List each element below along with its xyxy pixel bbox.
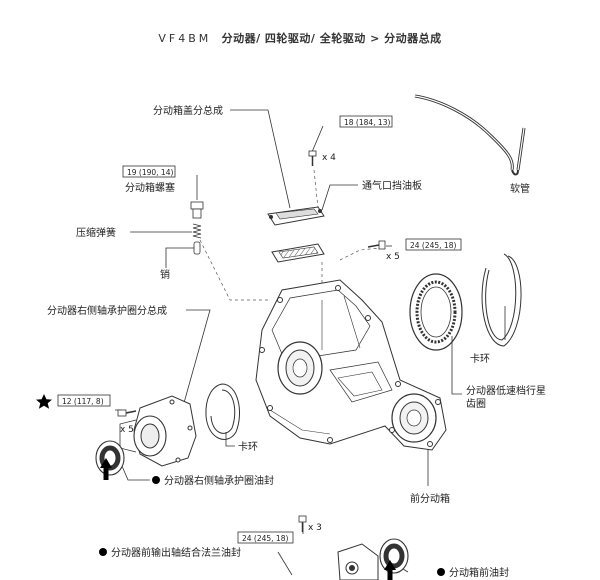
- svg-text:18 (184, 13): 18 (184, 13): [344, 118, 390, 127]
- svg-text:24 (245, 18): 24 (245, 18): [242, 534, 288, 543]
- svg-text:24 (245, 18): 24 (245, 18): [410, 241, 456, 250]
- model-code: VF4BM: [158, 32, 212, 45]
- front-bolt-part: [298, 515, 307, 532]
- leader-lines: [115, 109, 506, 576]
- label-plug: 分动箱螺塞: [125, 181, 175, 194]
- svg-text:19 (190, 14): 19 (190, 14): [127, 168, 173, 177]
- breadcrumb-path: 分动器/ 四轮驱动/ 全轮驱动 > 分动器总成: [221, 32, 442, 45]
- bearing-retainer-part: [119, 395, 197, 467]
- front-flange-part: [337, 543, 379, 580]
- bullet-front-oil-seal: 分动箱前油封: [437, 566, 509, 579]
- breather-plate-part: [271, 243, 325, 263]
- torque-box-cover: 18 (184, 13): [339, 115, 393, 128]
- label-breather: 通气口挡油板: [362, 179, 422, 192]
- svg-text:12 (117, 8): 12 (117, 8): [62, 397, 104, 406]
- label-right-oil-seal: 分动器右侧轴承护圈油封: [164, 474, 274, 487]
- label-bearing-retainer: 分动器右侧轴承护圈分总成: [47, 304, 167, 317]
- retainer-bolt-part: [117, 409, 137, 417]
- drain-plug-part: [190, 201, 204, 219]
- qty-case-bolts: x 5: [386, 252, 400, 262]
- qty-retainer-bolts: x 5: [120, 425, 134, 435]
- ring-gear-part: [409, 273, 463, 351]
- torque-box-plug: 19 (190, 14): [122, 165, 176, 178]
- case-bolt-part: [367, 240, 386, 250]
- large-snap-ring-part: [481, 253, 522, 347]
- assembly-guides: [199, 169, 381, 301]
- label-hose: 软管: [510, 182, 530, 195]
- label-front-case: 前分动箱: [410, 492, 450, 505]
- transfer-case-body: [255, 279, 447, 451]
- install-arrow-icon: [384, 560, 396, 580]
- torque-box-case: 24 (245, 18): [405, 238, 462, 251]
- bullet-flange-seal: 分动器前输出轴结合法兰油封: [99, 546, 241, 559]
- qty-front-bolts: x 3: [308, 523, 322, 533]
- label-pin: 销: [160, 268, 170, 281]
- install-arrow-icon: [100, 458, 112, 480]
- label-spring: 压缩弹簧: [76, 226, 116, 239]
- torque-box-front: 24 (245, 18): [237, 531, 294, 544]
- bullet-right-oil-seal: 分动器右侧轴承护圈油封: [152, 474, 274, 487]
- small-snap-ring-part: [205, 383, 240, 440]
- torque-box-retainer: 12 (117, 8): [57, 394, 111, 407]
- right-oil-seal-part: [95, 440, 125, 476]
- breadcrumb: VF4BM 分动器/ 四轮驱动/ 全轮驱动 > 分动器总成: [0, 30, 600, 46]
- cover-bolt-part: [308, 150, 317, 166]
- hose-part: [414, 94, 526, 176]
- label-ring-gear: 分动器低速档行星齿圈: [466, 386, 546, 410]
- label-cover: 分动箱盖分总成: [153, 104, 223, 117]
- transfer-cover-part: [267, 206, 325, 226]
- pin-part: [193, 241, 201, 255]
- qty-cover-bolts: x 4: [322, 153, 336, 163]
- label-front-oil-seal: 分动箱前油封: [449, 566, 509, 579]
- precoated-star-icon: [36, 394, 52, 409]
- label-snap-ring-left: 卡环: [470, 352, 490, 365]
- label-snap-ring-right: 卡环: [238, 440, 258, 453]
- label-flange-seal: 分动器前输出轴结合法兰油封: [111, 546, 241, 559]
- spring-part: [192, 223, 202, 239]
